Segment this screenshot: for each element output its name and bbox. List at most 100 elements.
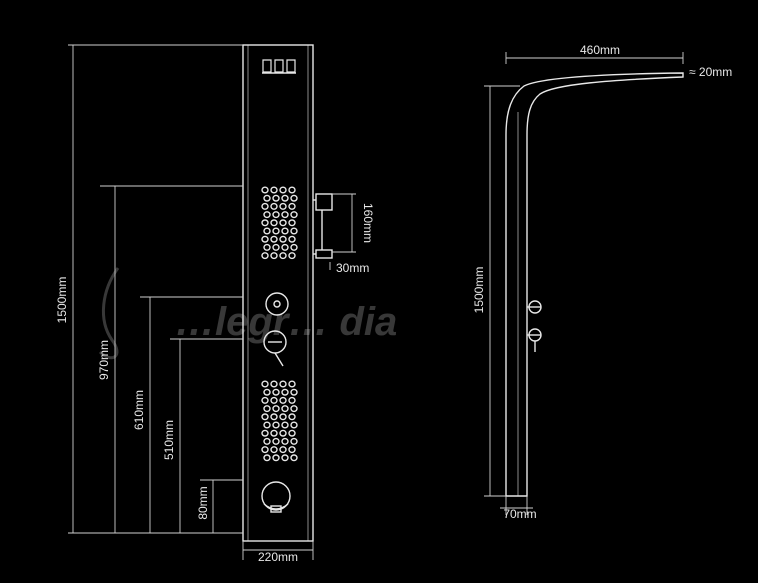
body-jet-nozzle: [263, 388, 271, 396]
body-jet-nozzle: [281, 421, 289, 429]
side-view: [505, 72, 684, 497]
body-jet-nozzle: [288, 413, 296, 421]
label-510: 510mm: [162, 420, 176, 460]
label-610: 610mm: [132, 390, 146, 430]
body-jet-nozzle: [272, 437, 280, 445]
body-jet-nozzle: [261, 186, 269, 194]
body-jet-nozzle: [263, 194, 271, 202]
body-jet-nozzle: [279, 396, 287, 404]
body-jet-nozzle: [270, 446, 278, 454]
body-jet-nozzle: [281, 194, 289, 202]
label-970: 970mm: [97, 340, 111, 380]
body-jet-nozzle: [288, 235, 296, 243]
body-jet-nozzle: [272, 211, 280, 219]
body-jet-nozzle: [261, 252, 269, 260]
diverter-knob: [265, 292, 289, 316]
lower-body-jets: [261, 380, 298, 462]
body-jet-nozzle: [281, 243, 289, 251]
body-jet-nozzle: [290, 437, 298, 445]
body-jet-nozzle: [263, 243, 271, 251]
body-jet-nozzle: [281, 437, 289, 445]
body-jet-nozzle: [261, 219, 269, 227]
front-panel-outline: [242, 44, 314, 542]
watermark: …legr… dia: [98, 267, 397, 360]
body-jet-nozzle: [270, 396, 278, 404]
body-jet-nozzle: [288, 446, 296, 454]
body-jet-nozzle: [261, 446, 269, 454]
upper-body-jets: [261, 186, 298, 260]
body-jet-nozzle: [279, 380, 287, 388]
body-jet-nozzle: [270, 219, 278, 227]
body-jet-nozzle: [290, 227, 298, 235]
body-jet-nozzle: [270, 202, 278, 210]
side-knobs: [527, 300, 542, 352]
label-80: 80mm: [196, 486, 210, 519]
watermark-text: …legr… dia: [175, 300, 397, 344]
body-jet-nozzle: [279, 429, 287, 437]
body-jet-nozzle: [290, 211, 298, 219]
body-jet-nozzle: [288, 186, 296, 194]
body-jet-nozzle: [261, 396, 269, 404]
body-jet-nozzle: [261, 235, 269, 243]
body-jet-nozzle: [272, 243, 280, 251]
body-jet-nozzle: [272, 421, 280, 429]
side-dimensions: [484, 52, 684, 515]
body-jet-nozzle: [290, 194, 298, 202]
body-jet-nozzle: [263, 211, 271, 219]
body-jet-nozzle: [263, 227, 271, 235]
label-depth: 70mm: [503, 507, 536, 521]
body-jet-nozzle: [261, 429, 269, 437]
body-jet-nozzle: [290, 388, 298, 396]
label-top-length: 460mm: [580, 43, 620, 57]
side-dimension-labels: 460mm ≈ 20mm 1500mm 70mm: [472, 43, 732, 521]
front-dimension-labels: 1500mm 970mm 610mm 510mm 80mm 220mm 160m…: [55, 203, 375, 564]
front-view: [242, 44, 333, 542]
tub-spout: [261, 481, 291, 513]
body-jet-nozzle: [279, 219, 287, 227]
body-jet-nozzle: [272, 454, 280, 462]
body-jet-nozzle: [270, 252, 278, 260]
body-jet-nozzle: [263, 405, 271, 413]
body-jet-nozzle: [288, 202, 296, 210]
body-jet-nozzle: [270, 429, 278, 437]
hand-shower-holder: [313, 193, 333, 259]
body-jet-nozzle: [261, 380, 269, 388]
body-jet-nozzle: [288, 219, 296, 227]
label-total-height: 1500mm: [55, 277, 69, 324]
body-jet-nozzle: [281, 405, 289, 413]
body-jet-nozzle: [279, 252, 287, 260]
label-side-total-height: 1500mm: [472, 267, 486, 314]
body-jet-nozzle: [279, 235, 287, 243]
body-jet-nozzle: [290, 243, 298, 251]
label-width: 220mm: [258, 550, 298, 564]
top-rain-nozzles: [262, 59, 296, 74]
body-jet-nozzle: [288, 380, 296, 388]
body-jet-nozzle: [290, 454, 298, 462]
body-jet-nozzle: [272, 405, 280, 413]
body-jet-nozzle: [281, 454, 289, 462]
label-top-thickness: ≈ 20mm: [689, 65, 732, 79]
mixer-handle: [263, 330, 287, 367]
label-handheld-offset: 30mm: [336, 261, 369, 275]
body-jet-nozzle: [263, 437, 271, 445]
body-jet-nozzle: [270, 380, 278, 388]
body-jet-nozzle: [288, 429, 296, 437]
body-jet-nozzle: [279, 186, 287, 194]
body-jet-nozzle: [279, 202, 287, 210]
body-jet-nozzle: [281, 211, 289, 219]
body-jet-nozzle: [272, 194, 280, 202]
body-jet-nozzle: [281, 227, 289, 235]
body-jet-nozzle: [279, 413, 287, 421]
body-jet-nozzle: [281, 388, 289, 396]
body-jet-nozzle: [270, 235, 278, 243]
body-jet-nozzle: [290, 405, 298, 413]
body-jet-nozzle: [263, 421, 271, 429]
body-jet-nozzle: [270, 186, 278, 194]
label-handheld-height: 160mm: [361, 203, 375, 243]
watermark-logo: [98, 267, 120, 360]
side-panel-outline: [505, 72, 684, 497]
body-jet-nozzle: [263, 454, 271, 462]
body-jet-nozzle: [279, 446, 287, 454]
